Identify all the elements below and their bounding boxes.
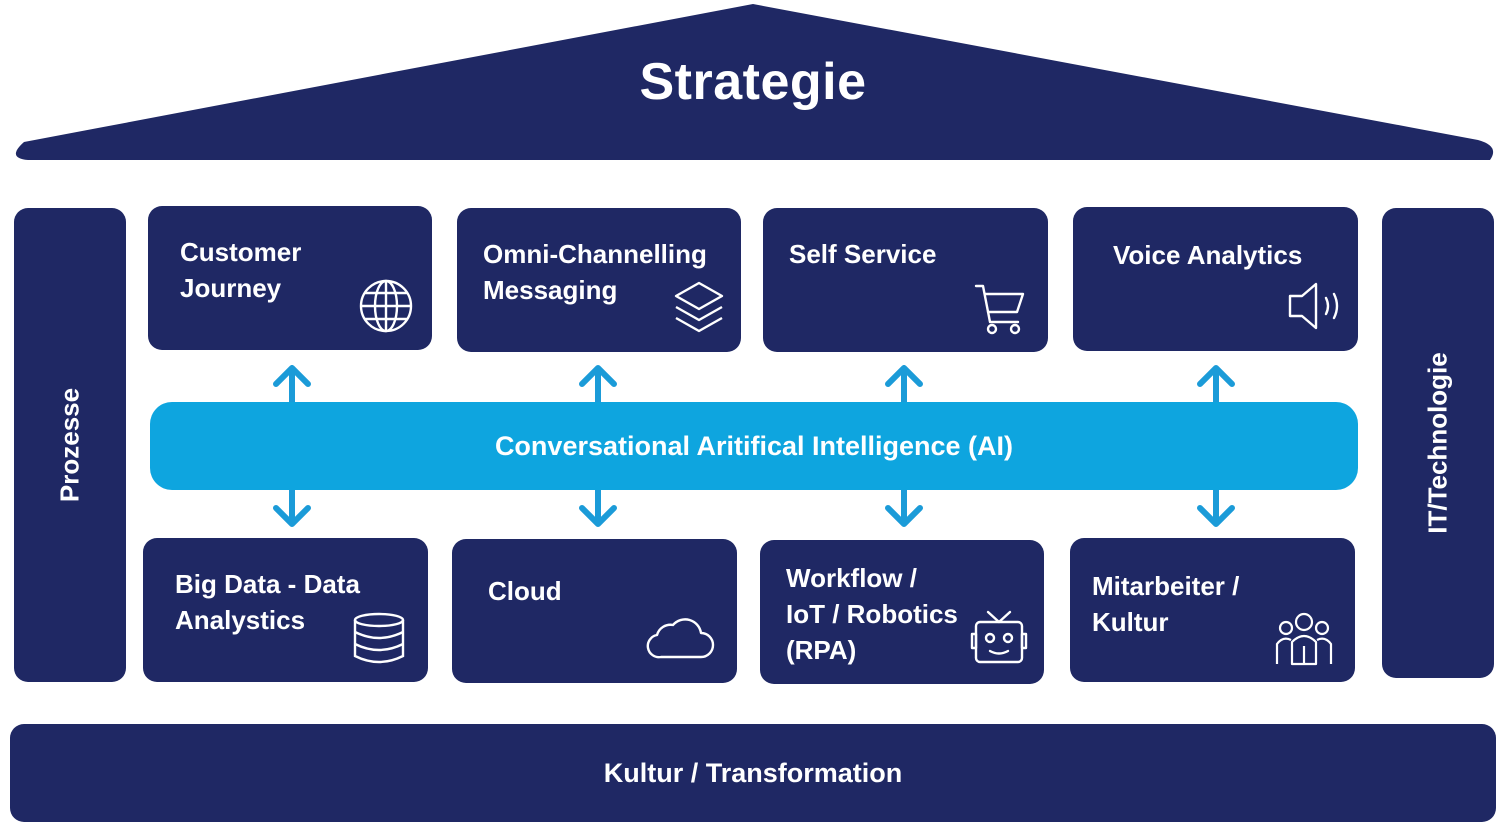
arrow-down-icon <box>273 490 311 527</box>
pillar-it-technologie: IT/Technologie <box>1382 208 1494 678</box>
box-label: Self Service <box>789 239 937 269</box>
box-label: Mitarbeiter / Kultur <box>1092 571 1240 637</box>
box-workflow-iot-robotics: Workflow / IoT / Robotics (RPA) <box>760 540 1044 684</box>
ai-bar: Conversational Aritifical Intelligence (… <box>150 402 1358 490</box>
layers-icon <box>674 281 724 333</box>
box-label: Customer Journey <box>180 237 302 303</box>
box-voice-analytics: Voice Analytics <box>1073 207 1358 351</box>
people-icon <box>1275 612 1333 666</box>
arrow-down-icon <box>579 490 617 527</box>
database-icon <box>353 612 405 664</box>
globe-icon <box>359 279 413 333</box>
pillar-prozesse: Prozesse <box>14 208 126 682</box>
arrow-up-icon <box>885 365 923 402</box>
speaker-icon <box>1288 282 1339 330</box>
box-self-service: Self Service <box>763 208 1048 352</box>
shopping-cart-icon <box>974 284 1025 335</box>
box-label: Workflow / IoT / Robotics (RPA) <box>786 563 958 665</box>
box-customer-journey: Customer Journey <box>148 206 432 350</box>
arrow-down-icon <box>1197 490 1235 527</box>
box-big-data-analytics: Big Data - Data Analystics <box>143 538 428 682</box>
cloud-icon <box>646 618 715 659</box>
pillar-prozesse-label: Prozesse <box>54 387 85 503</box>
roof-title: Strategie <box>639 53 867 111</box>
base-label: Kultur / Transformation <box>603 757 903 788</box>
box-label: Big Data - Data Analystics <box>175 569 360 635</box>
box-label: Omni-Channelling Messaging <box>483 239 707 305</box>
roof-shape <box>15 4 1494 160</box>
box-label: Voice Analytics <box>1113 240 1303 270</box>
robot-icon <box>970 610 1028 664</box>
box-omni-channelling-messaging: Omni-Channelling Messaging <box>457 208 741 352</box>
base-foundation: Kultur / Transformation <box>10 724 1496 822</box>
ai-bar-label: Conversational Aritifical Intelligence (… <box>494 430 1014 461</box>
arrow-up-icon <box>579 365 617 402</box>
arrow-down-icon <box>885 490 923 527</box>
box-label: Cloud <box>488 576 562 606</box>
pillar-it-technologie-label: IT/Technologie <box>1422 352 1453 534</box>
box-mitarbeiter-kultur: Mitarbeiter / Kultur <box>1070 538 1355 682</box>
arrow-up-icon <box>1197 365 1235 402</box>
box-cloud: Cloud <box>452 539 737 683</box>
arrow-up-icon <box>273 365 311 402</box>
